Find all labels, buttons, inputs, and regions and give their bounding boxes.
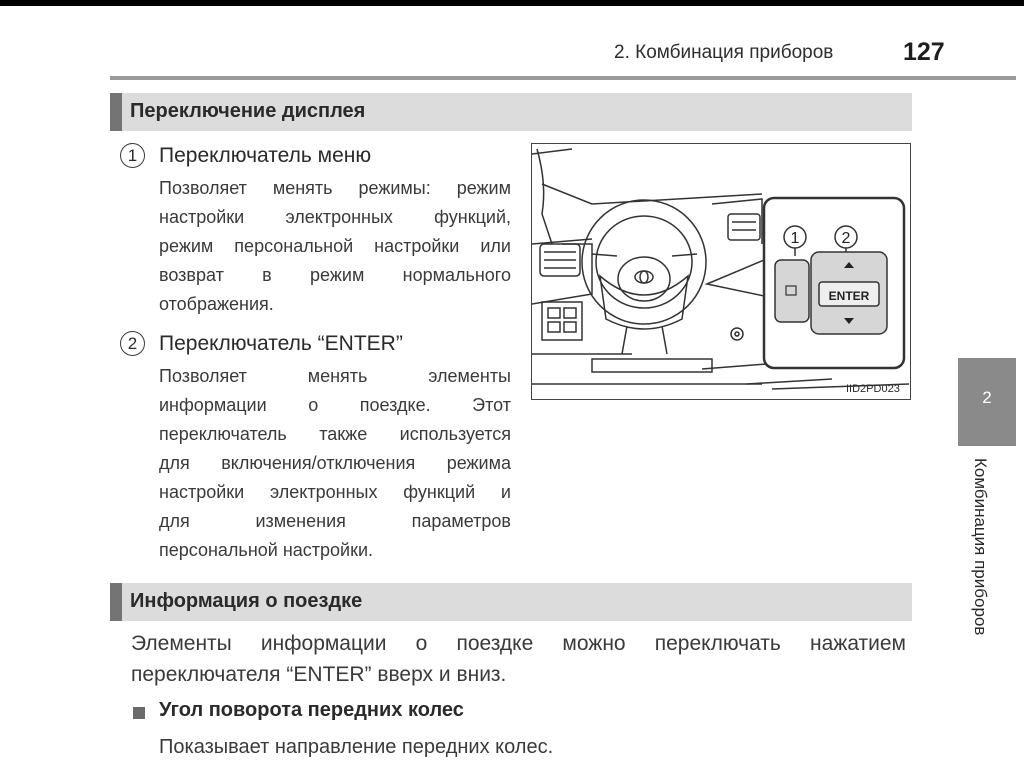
bullet-square-icon	[133, 707, 145, 719]
item-title-enter-switch: Переключатель “ENTER”	[159, 332, 403, 355]
item-description-menu-switch: Позволяет менять режимы: режим настройки…	[159, 174, 511, 319]
section-title: Информация о поездке	[130, 590, 363, 612]
desc-line: режим персональной настройки или	[159, 236, 511, 256]
callout-1-label: 1	[791, 230, 800, 247]
steering-wheel-illustration: 1 2 ENTER	[531, 143, 911, 400]
item-number-1: 1	[120, 143, 145, 168]
chapter-tab-number: 2	[982, 388, 992, 407]
desc-line: Позволяет менять режимы: режим	[159, 178, 511, 198]
section-title: Переключение дисплея	[130, 100, 366, 122]
desc-line: для включения/отключения режима	[159, 453, 511, 473]
menu-switch-shape	[774, 259, 810, 323]
trip-info-paragraph: Элементы информации о поездке можно пере…	[131, 628, 906, 690]
enter-button-label: ENTER	[829, 289, 870, 303]
header-rule	[110, 76, 1016, 80]
chapter-side-label-text: Комбинация приборов	[971, 458, 990, 636]
bullet-title: Угол поворота передних колес	[159, 699, 464, 721]
chapter-title: 2. Комбинация приборов	[614, 42, 834, 63]
desc-line: отображения.	[159, 294, 274, 314]
section-heading-trip-info: Информация о поездке	[110, 583, 912, 621]
desc-line: информации о поездке. Этот	[159, 395, 511, 415]
desc-line: для изменения параметров	[159, 511, 511, 531]
paragraph-line: переключателя “ENTER” вверх и вниз.	[131, 663, 507, 686]
steering-wheel-drawing: 1 2 ENTER	[532, 148, 910, 390]
manual-page: 2. Комбинация приборов 127 Переключение …	[0, 6, 1024, 768]
heading-accent-bar	[110, 583, 122, 621]
item-title-menu-switch: Переключатель меню	[159, 144, 372, 167]
desc-line: настройки электронных функций,	[159, 207, 511, 227]
desc-line: Позволяет менять элементы	[159, 366, 511, 386]
item-description-enter-switch: Позволяет менять элементы информации о п…	[159, 362, 511, 565]
item-number-2: 2	[120, 331, 145, 356]
callout-2-label: 2	[842, 230, 851, 247]
up-arrow-icon	[844, 262, 854, 268]
desc-line: настройки электронных функций и	[159, 482, 511, 502]
menu-icon	[785, 285, 797, 296]
page-number: 127	[903, 38, 945, 66]
illustration-code: IID2PD023	[846, 383, 900, 395]
desc-line: персональной настройки.	[159, 540, 374, 560]
chapter-side-label: Комбинация приборов	[960, 458, 1000, 668]
desc-line: переключатель также используется	[159, 424, 511, 444]
bullet-text: Показывает направление передних колес.	[159, 736, 554, 758]
down-arrow-icon	[844, 318, 854, 324]
desc-line: возврат в режим нормального	[159, 265, 511, 285]
section-heading-display-switch: Переключение дисплея	[110, 93, 912, 131]
paragraph-line: Элементы информации о поездке можно пере…	[131, 632, 906, 655]
heading-accent-bar	[110, 93, 122, 131]
chapter-side-tab: 2	[958, 358, 1016, 446]
